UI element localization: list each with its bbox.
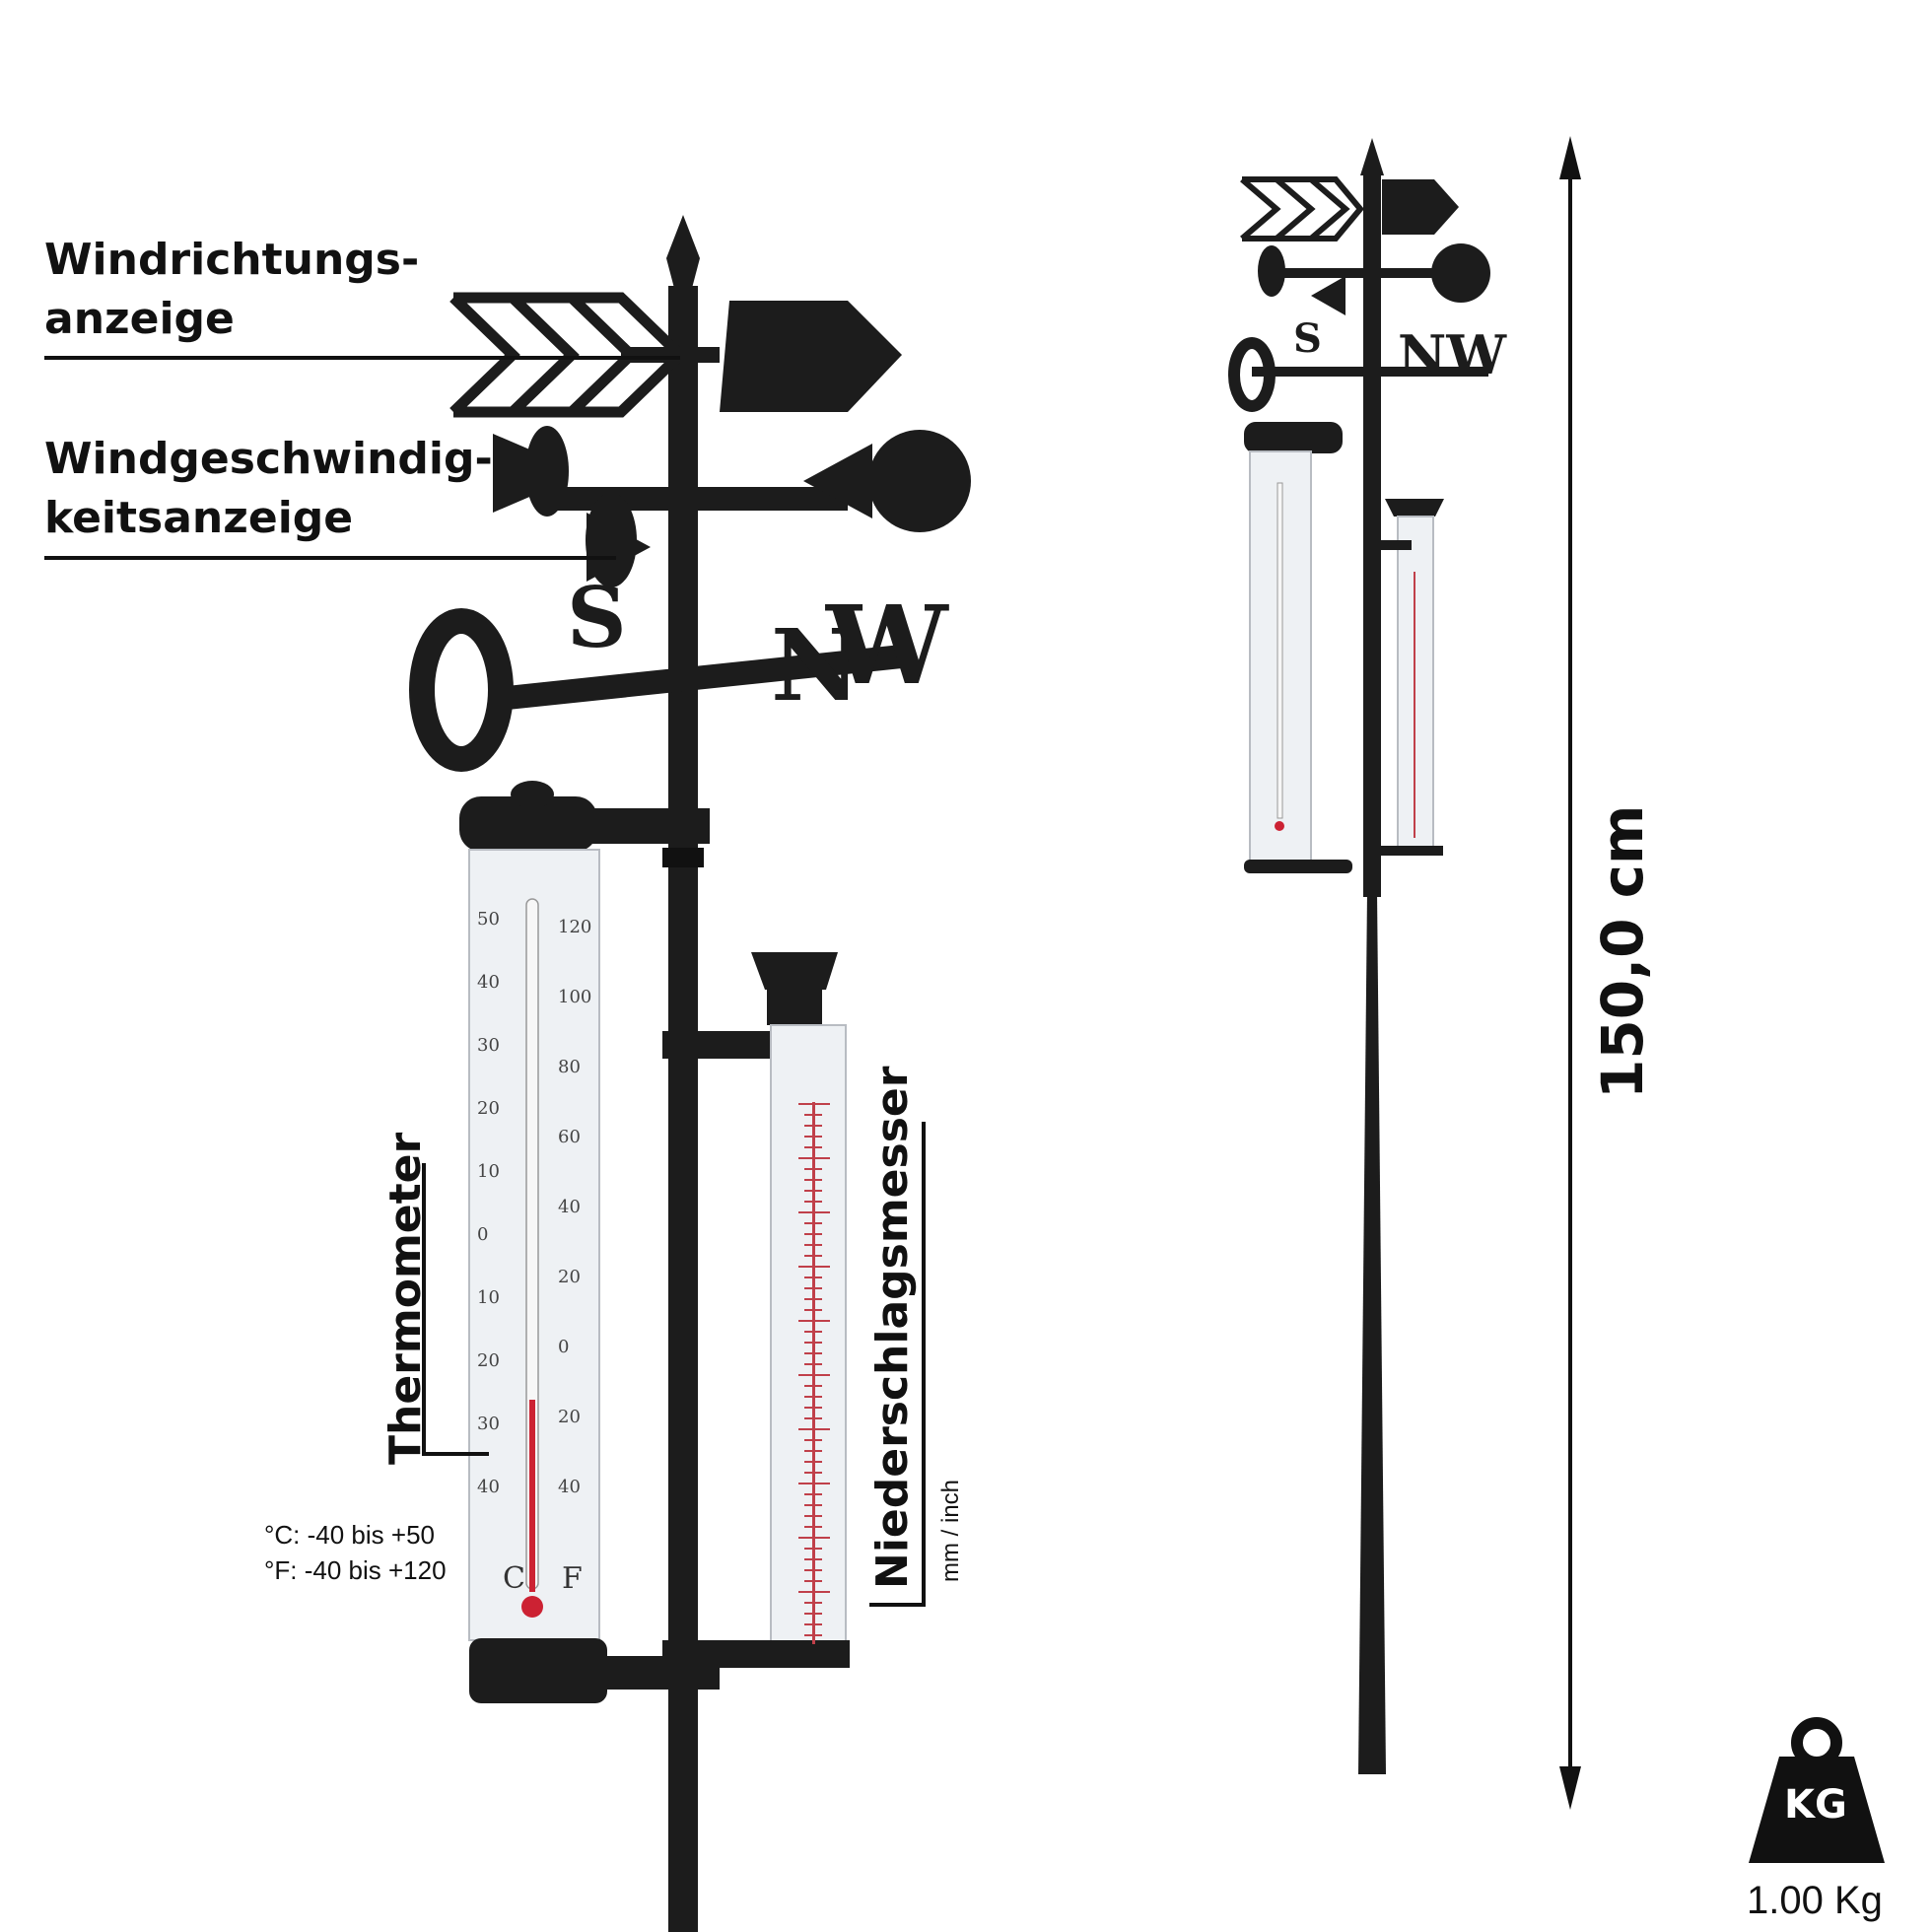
rain-gauge-scale xyxy=(798,1103,830,1636)
anemometer-cups xyxy=(493,426,971,587)
overview-letter-west: W xyxy=(1446,323,1507,386)
overview-letter-north: N xyxy=(1398,323,1447,386)
celsius-tick-label: 10 xyxy=(477,1287,500,1308)
height-dimension: 150,0 cm xyxy=(1589,804,1656,1099)
fahrenheit-tick-label: 20 xyxy=(558,1267,581,1287)
label-wind-speed-line2: keitsanzeige xyxy=(44,493,354,543)
fahrenheit-tick-label: 80 xyxy=(558,1057,581,1077)
celsius-tick-label: 20 xyxy=(477,1350,500,1371)
celsius-tick-label: 0 xyxy=(477,1224,489,1245)
fahrenheit-unit-label: F xyxy=(562,1561,583,1596)
overview-letter-south: S xyxy=(1293,315,1322,362)
fahrenheit-tick-label: 100 xyxy=(558,987,592,1007)
rain-gauge-tube xyxy=(770,1024,847,1647)
label-wind-direction-line2: anzeige xyxy=(44,294,235,344)
overview-vane-letters: S xyxy=(1293,315,1322,362)
pole-finial xyxy=(666,215,700,296)
celsius-tick-label: 50 xyxy=(477,909,500,930)
celsius-tick-label: 30 xyxy=(477,1414,500,1434)
temp-range-fahrenheit: °F: -40 bis +120 xyxy=(264,1555,447,1585)
compass-ring xyxy=(409,608,514,772)
overview-letters-nw: NW xyxy=(1398,323,1506,386)
label-wind-speed-line1: Windgeschwindig- xyxy=(44,434,493,484)
vane-letter-north: N xyxy=(771,607,862,724)
celsius-tick-label: 10 xyxy=(477,1161,500,1182)
celsius-tick-label: 30 xyxy=(477,1035,500,1056)
weight-badge: KG xyxy=(1784,1782,1847,1828)
temp-range-celsius: °C: -40 bis +50 xyxy=(264,1520,435,1550)
rain-gauge-funnel xyxy=(751,952,838,990)
vane-letter-south: S xyxy=(567,569,627,666)
label-wind-direction-line1: Windrichtungs- xyxy=(44,235,420,285)
celsius-tick-label: 40 xyxy=(477,972,500,993)
thermometer-bulb xyxy=(521,1596,543,1618)
fahrenheit-tick-label: 120 xyxy=(558,917,592,937)
celsius-tick-label: 40 xyxy=(477,1477,500,1497)
celsius-unit-label: C xyxy=(503,1561,525,1596)
fahrenheit-tick-label: 20 xyxy=(558,1407,581,1427)
wind-arrow-head xyxy=(720,301,902,412)
weight-value: 1.00 Kg xyxy=(1747,1879,1883,1922)
weight-icon xyxy=(1749,1757,1885,1863)
celsius-tick-label: 20 xyxy=(477,1098,500,1119)
vane-letter-west: W xyxy=(826,582,948,709)
fahrenheit-tick-label: 40 xyxy=(558,1477,581,1497)
fahrenheit-tick-label: 60 xyxy=(558,1127,581,1147)
fahrenheit-tick-label: 0 xyxy=(558,1337,570,1357)
thermometer-cap xyxy=(459,796,597,852)
fahrenheit-tick-label: 40 xyxy=(558,1197,581,1217)
